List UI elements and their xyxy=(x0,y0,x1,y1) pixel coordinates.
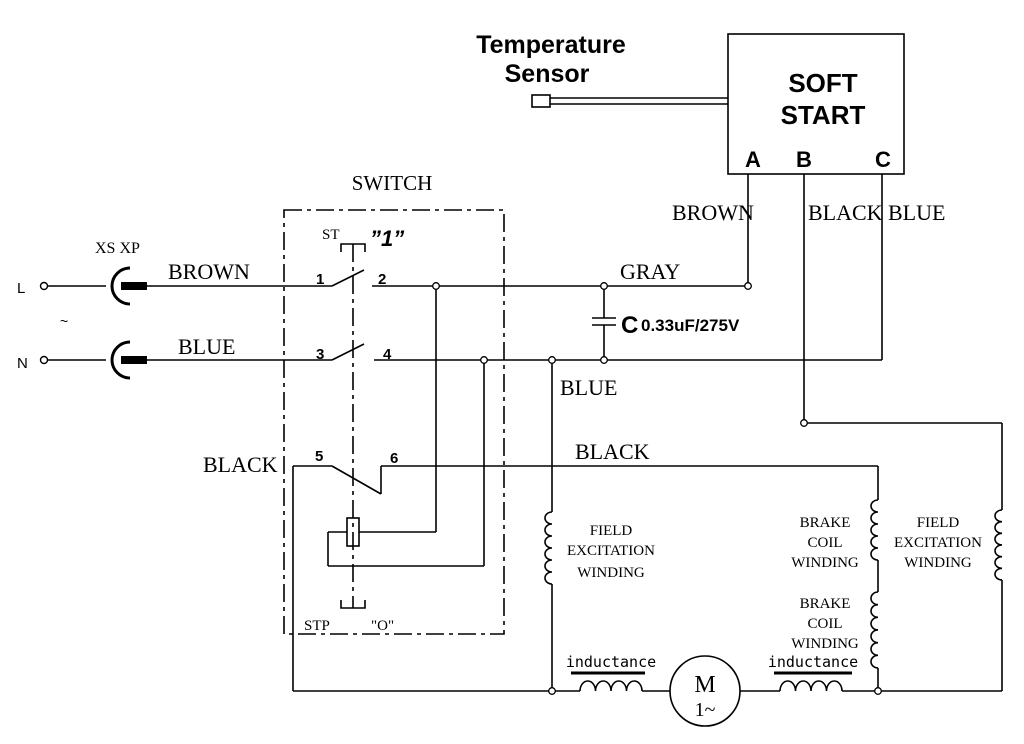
label-blue-in: BLUE xyxy=(178,334,235,359)
wire-labels: BROWN BLUE BLACK GRAY BROWN BLACK BLUE B… xyxy=(168,200,945,477)
supply-line-label: L xyxy=(17,280,25,297)
junction-dot xyxy=(600,282,608,290)
windings xyxy=(544,499,1003,692)
contact-3: 3 xyxy=(316,346,324,363)
inductance-right-icon xyxy=(779,680,843,692)
soft-start-title-line2: START xyxy=(781,100,866,130)
label-blue-c: BLUE xyxy=(888,200,945,225)
field-left-line3: WINDING xyxy=(577,565,645,581)
soft-start-module: SOFT START A B C xyxy=(727,33,905,175)
socket-l-icon xyxy=(110,266,131,306)
junction-dot xyxy=(800,419,808,427)
wiring xyxy=(147,174,1003,692)
soft-start-box xyxy=(727,33,905,175)
contact-1: 1 xyxy=(316,271,324,288)
connector-label: XS XP xyxy=(95,240,140,257)
inductance-left-icon xyxy=(579,680,643,692)
supply-side: L N ~ XS XP xyxy=(17,240,147,380)
motor-phase: 1~ xyxy=(695,699,716,721)
junctions xyxy=(432,282,882,695)
field-left-line1: FIELD xyxy=(590,523,633,539)
label-brown-a: BROWN xyxy=(672,200,754,225)
contact-2: 2 xyxy=(378,271,386,288)
motor-symbol: M xyxy=(694,672,715,698)
junction-dot xyxy=(744,282,752,290)
soft-start-title-line1: SOFT xyxy=(788,68,857,98)
motor: M 1~ xyxy=(669,655,741,727)
contact-5: 5 xyxy=(315,448,323,465)
field-right-line2: EXCITATION xyxy=(894,535,982,551)
junction-dot xyxy=(548,687,556,695)
supply-neutral-label: N xyxy=(17,355,28,372)
switch-title: SWITCH xyxy=(352,171,433,195)
field-right-line1: FIELD xyxy=(917,515,960,531)
st-label: ST xyxy=(322,227,340,243)
capacitor-label: C 0.33uF/275V xyxy=(621,312,740,339)
junction-dot xyxy=(600,356,608,364)
brake-coil-lower-icon xyxy=(870,591,879,669)
field-left-line2: EXCITATION xyxy=(567,543,655,559)
label-black-b: BLACK xyxy=(808,200,883,225)
junction-dot xyxy=(548,356,556,364)
terminal-a-label: A xyxy=(745,147,761,172)
terminal-c-label: C xyxy=(875,147,891,172)
winding-labels: FIELD EXCITATION WINDING BRAKE COIL WIND… xyxy=(566,515,982,671)
brake-coil-upper-icon xyxy=(870,499,879,561)
contact-blade-3-4 xyxy=(331,343,365,361)
switch-enclosure xyxy=(283,209,505,635)
plug-l-icon xyxy=(121,282,147,290)
brake-lower-line3: WINDING xyxy=(791,636,859,652)
plug-n-icon xyxy=(121,356,147,364)
sensor-probe-icon xyxy=(531,94,551,108)
terminal-n-icon xyxy=(39,355,49,365)
ac-symbol: ~ xyxy=(60,313,68,329)
label-black-sw: BLACK xyxy=(203,452,278,477)
label-blue-mid: BLUE xyxy=(560,375,617,400)
junction-dot xyxy=(480,356,488,364)
contact-blade-5-6 xyxy=(331,465,382,495)
label-brown-in: BROWN xyxy=(168,259,250,284)
pos-off-label: "O" xyxy=(371,618,394,634)
switch-box: SWITCH ST ”1” STP "O" 1 2 3 4 5 6 xyxy=(283,171,505,635)
contact-blade-1-2 xyxy=(331,269,365,287)
capacitor-symbol: C xyxy=(621,312,638,339)
motor-icon xyxy=(669,655,741,727)
brake-upper-line1: BRAKE xyxy=(800,515,851,531)
field-winding-right-icon xyxy=(994,509,1003,581)
pos-on-label: ”1” xyxy=(370,226,404,251)
contact-6: 6 xyxy=(390,450,398,467)
field-winding-left-icon xyxy=(544,511,553,585)
brake-upper-line3: WINDING xyxy=(791,555,859,571)
junction-dot xyxy=(432,282,440,290)
inductance-right-label: inductance xyxy=(768,653,858,671)
terminal-l-icon xyxy=(39,281,49,291)
stp-label: STP xyxy=(304,618,330,634)
label-gray: GRAY xyxy=(620,259,680,284)
label-black-top: BLACK xyxy=(575,439,650,464)
junction-dot xyxy=(874,687,882,695)
terminal-b-label: B xyxy=(796,147,812,172)
brake-lower-line1: BRAKE xyxy=(800,596,851,612)
sensor-label-line1: Temperature xyxy=(476,31,626,59)
field-right-line3: WINDING xyxy=(904,555,972,571)
brake-lower-line2: COIL xyxy=(808,616,843,632)
sensor-label-line2: Sensor xyxy=(505,60,590,88)
inductance-left-label: inductance xyxy=(566,653,656,671)
contact-4: 4 xyxy=(383,346,392,363)
brake-upper-line2: COIL xyxy=(808,535,843,551)
capacitor-rating: 0.33uF/275V xyxy=(641,316,740,335)
temperature-sensor: Temperature Sensor xyxy=(476,31,728,108)
socket-n-icon xyxy=(110,340,131,380)
